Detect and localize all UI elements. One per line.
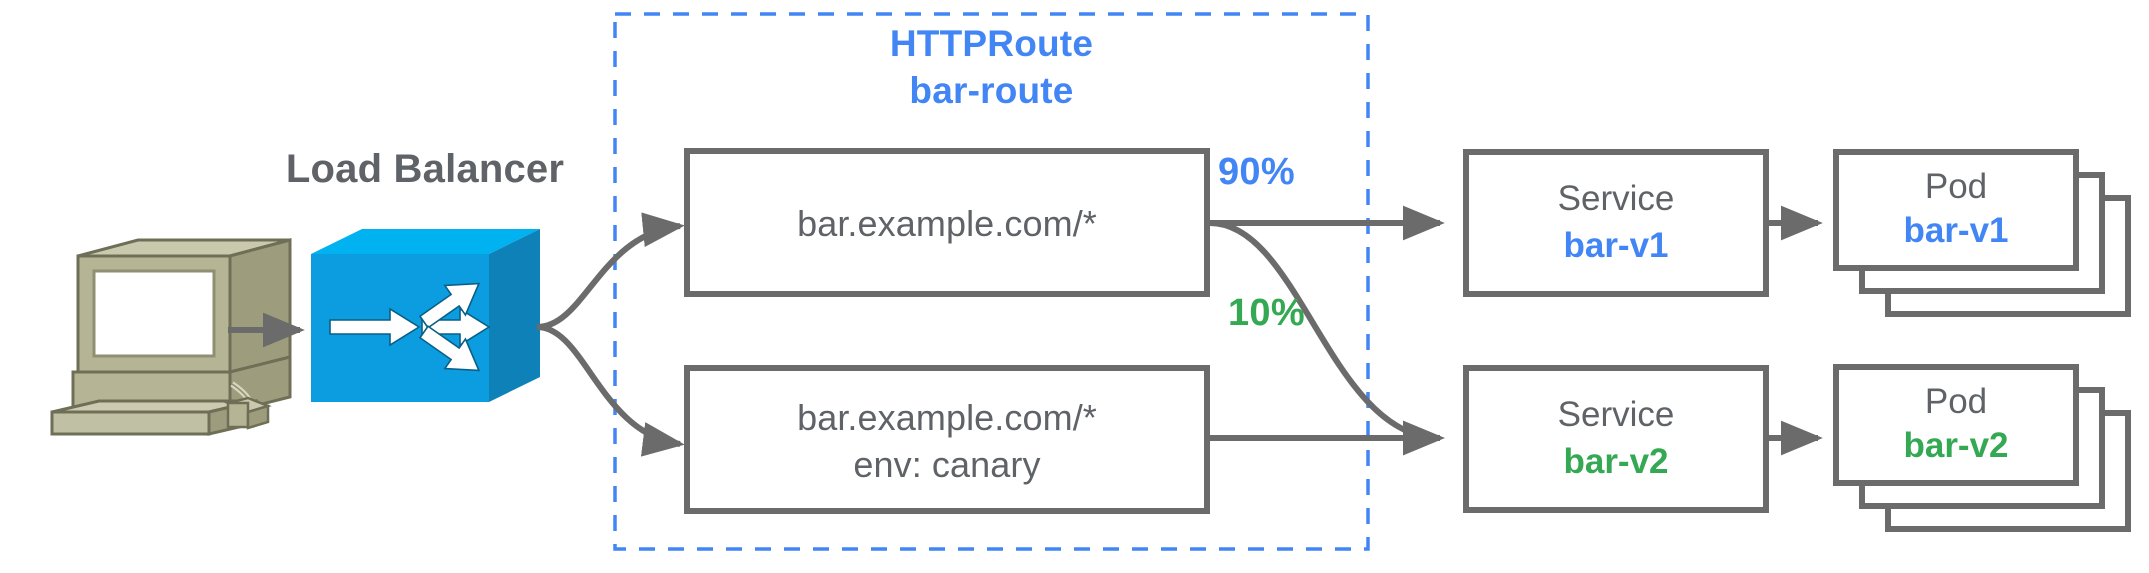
service-box-bar-v1[interactable]: [1463, 149, 1769, 297]
pod-stack-bar-v2[interactable]: [1833, 364, 2131, 532]
pod-stack-layer-front: [1833, 149, 2079, 271]
httproute-group-box: [613, 12, 1370, 551]
pod-stack-bar-v1[interactable]: [1833, 149, 2131, 317]
route-box-canary[interactable]: [684, 365, 1210, 514]
load-balancer-switch-icon: [311, 229, 540, 402]
pod-stack-layer-front: [1833, 364, 2079, 486]
service-box-bar-v2[interactable]: [1463, 365, 1769, 513]
route-box-primary[interactable]: [684, 148, 1210, 297]
workstation-icon: [50, 238, 292, 436]
arrow-lb-to-route-canary: [536, 324, 685, 457]
arrow-lb-to-route-primary: [536, 212, 685, 330]
arrow-route-to-service-v2-canary-split: [1209, 220, 1445, 456]
